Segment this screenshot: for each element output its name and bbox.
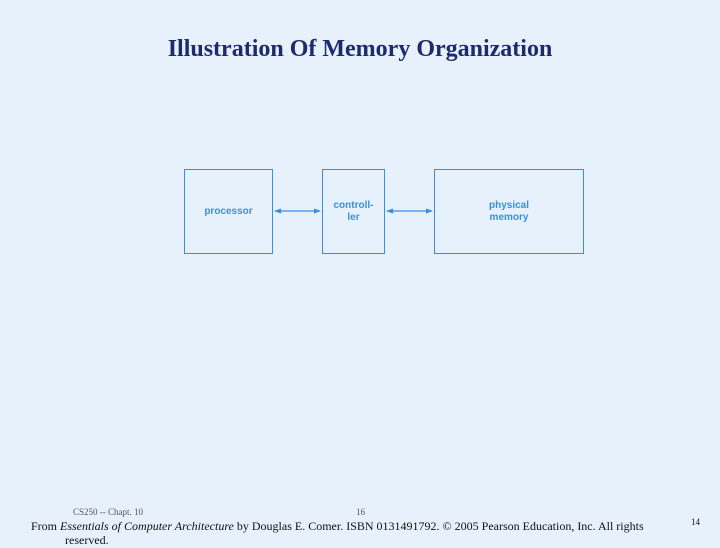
controller-label-line2: ler bbox=[347, 211, 360, 223]
controller-box: controll-ler bbox=[322, 169, 385, 254]
course-label: CS250 -- Chapt. 10 bbox=[73, 507, 144, 517]
book-title: Essentials of Computer Architecture bbox=[60, 519, 234, 533]
citation-suffix: by Douglas E. Comer. ISBN 0131491792. © … bbox=[233, 519, 644, 533]
controller-label: controll-ler bbox=[334, 200, 374, 224]
memory-label-line1: physical bbox=[488, 199, 530, 211]
memory-label-line2: memory bbox=[489, 211, 529, 223]
controller-memory-arrow bbox=[386, 208, 433, 214]
citation-prefix: From bbox=[31, 519, 61, 533]
processor-label: processor bbox=[204, 205, 253, 217]
citation-continuation: reserved. bbox=[65, 533, 109, 547]
slide-title: Illustration Of Memory Organization bbox=[167, 36, 553, 62]
processor-controller-arrow bbox=[274, 208, 321, 214]
original-page-number: 16 bbox=[356, 507, 365, 517]
citation: From Essentials of Computer Architecture… bbox=[31, 519, 644, 534]
processor-box: processor bbox=[184, 169, 273, 254]
page-number: 14 bbox=[691, 517, 700, 527]
controller-label-line1: controll- bbox=[333, 199, 374, 211]
